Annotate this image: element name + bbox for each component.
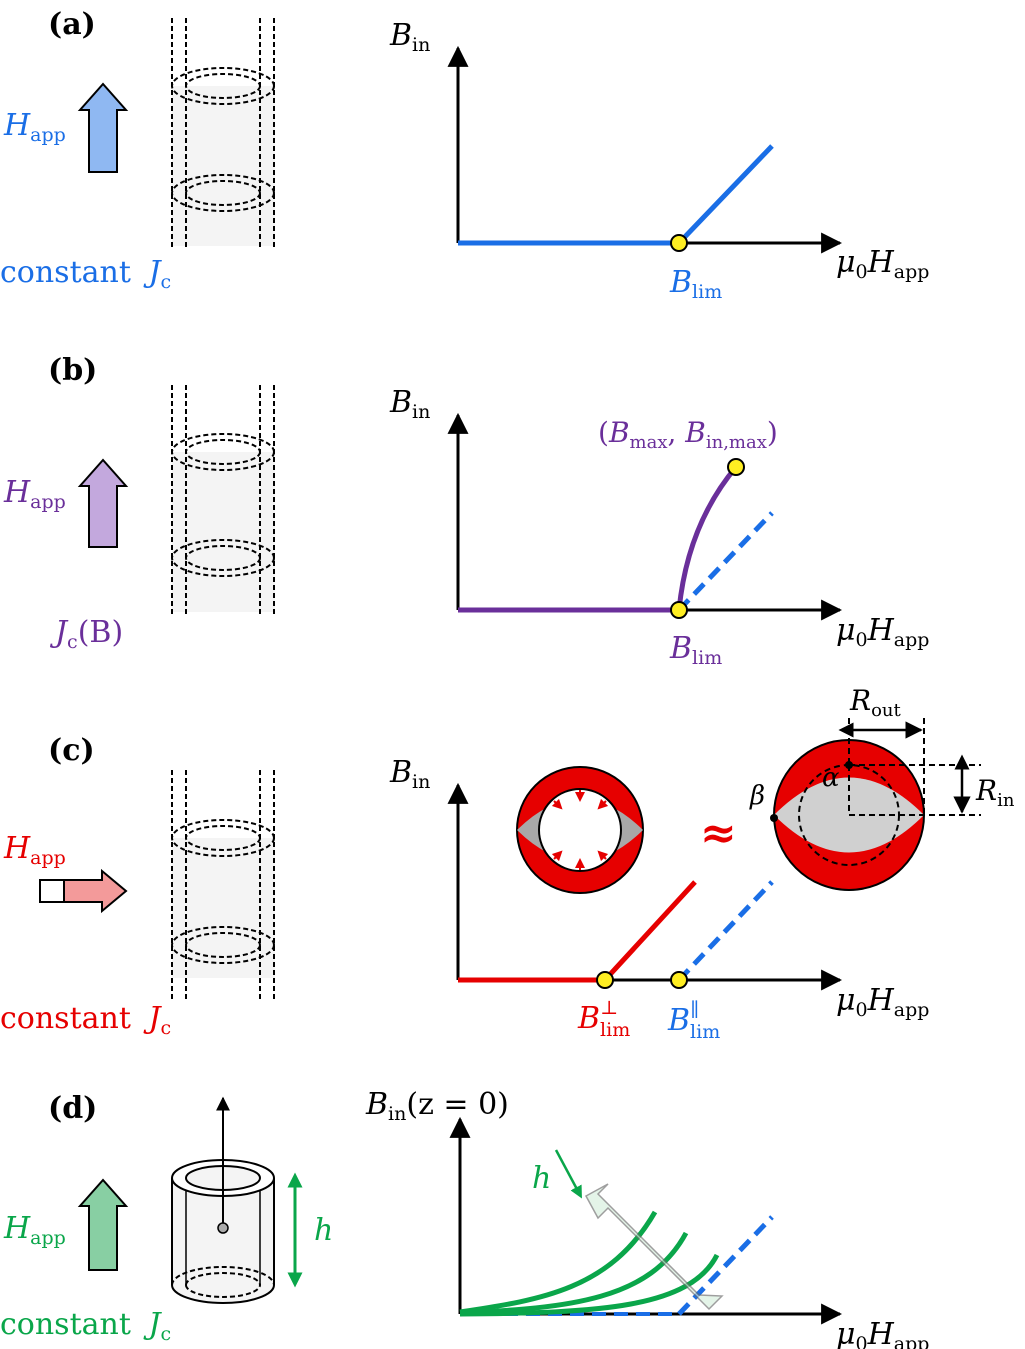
panel-d-jc-label: constant Jc xyxy=(0,1307,171,1345)
panel-c-perp-curve xyxy=(458,880,697,983)
panel-a-x-label: μ0Happ xyxy=(836,245,929,283)
panel-a-label: (a) xyxy=(48,7,96,42)
panel-d-happ-label: Happ xyxy=(3,1211,66,1249)
panel-d-trend-label: h xyxy=(532,1161,551,1196)
panel-c-perp-point xyxy=(596,971,614,989)
panel-c-par-point xyxy=(670,971,688,989)
panel-b-field-arrow xyxy=(77,458,129,548)
panel-b: (b) Happ Jc(B) Bin μ0Happ Blim (Bmax, B xyxy=(3,353,929,669)
panel-a-blim-point xyxy=(670,234,688,252)
panel-b-blim-point xyxy=(670,601,688,619)
panel-b-jc-label: Jc(B) xyxy=(49,615,123,653)
panel-c: (c) Happ constant Jc Bin μ0Happ xyxy=(0,684,1015,1043)
panel-a-bin-curve xyxy=(458,144,774,246)
panel-d-x-label: μ0Happ xyxy=(836,1317,929,1349)
panel-b-label: (b) xyxy=(48,353,97,388)
panel-c-alpha-label: α xyxy=(822,763,840,793)
panel-a-blim-label: Blim xyxy=(669,265,722,303)
panel-b-max-point xyxy=(727,458,745,476)
panel-b-reference-line xyxy=(677,511,774,612)
panel-d-field-arrow xyxy=(77,1178,129,1271)
panel-d-curve-tall xyxy=(459,1253,720,1317)
panel-b-blim-label: Blim xyxy=(669,631,722,669)
panel-c-label: (c) xyxy=(48,733,95,768)
panel-c-approx-symbol: ≈ xyxy=(700,808,737,859)
panel-c-x-label: μ0Happ xyxy=(836,983,929,1021)
panel-b-happ-label: Happ xyxy=(3,475,66,513)
panel-a-jc-label: constant Jc xyxy=(0,255,171,293)
panel-d-trend-pointer xyxy=(554,1149,582,1199)
panel-c-ring-diagram-right xyxy=(770,718,981,891)
panel-c-ring-diagram-left xyxy=(516,766,644,894)
panel-c-parallel-line xyxy=(677,880,774,982)
panel-c-beta-label: β xyxy=(749,781,765,811)
panel-c-rin-label: Rin xyxy=(975,774,1015,811)
panel-b-cylinder xyxy=(171,385,275,614)
panel-b-bin-curve xyxy=(676,465,738,611)
panel-c-field-arrow xyxy=(39,868,128,914)
panel-d-trend-arrow xyxy=(584,1183,724,1311)
panel-d-label: (d) xyxy=(48,1091,97,1126)
panel-a-field-arrow xyxy=(77,82,129,173)
panel-d-y-label: Bin(z = 0) xyxy=(365,1087,509,1125)
panel-a-y-label: Bin xyxy=(389,18,430,56)
panel-a: (a) Happ constant Jc Bin μ0Happ xyxy=(0,7,929,303)
panel-a-happ-label: Happ xyxy=(3,108,66,146)
panel-d-height-label: h xyxy=(314,1213,333,1248)
panel-d-reference-line xyxy=(677,1215,774,1316)
panel-b-x-label: μ0Happ xyxy=(836,613,929,651)
panel-c-perp-label: Blim⊥ xyxy=(577,997,630,1041)
panel-a-cylinder xyxy=(171,18,275,248)
panel-c-cylinder xyxy=(171,770,275,1000)
panel-c-rout-label: Rout xyxy=(849,684,902,721)
panel-d-cylinder xyxy=(171,1096,275,1304)
panel-c-jc-label: constant Jc xyxy=(0,1001,171,1039)
panel-c-happ-label: Happ xyxy=(3,831,66,869)
panel-b-max-label: (Bmax, Bin,max) xyxy=(598,416,778,453)
panel-c-y-label: Bin xyxy=(389,755,430,793)
panel-d-curve-mid xyxy=(459,1231,689,1316)
panel-d-curve-short xyxy=(459,1210,658,1315)
panel-c-par-label: Blim∥ xyxy=(667,999,720,1043)
panel-b-y-label: Bin xyxy=(389,385,430,423)
panel-d: (d) Happ h constant Jc Bin(z = 0) μ xyxy=(0,1087,929,1349)
